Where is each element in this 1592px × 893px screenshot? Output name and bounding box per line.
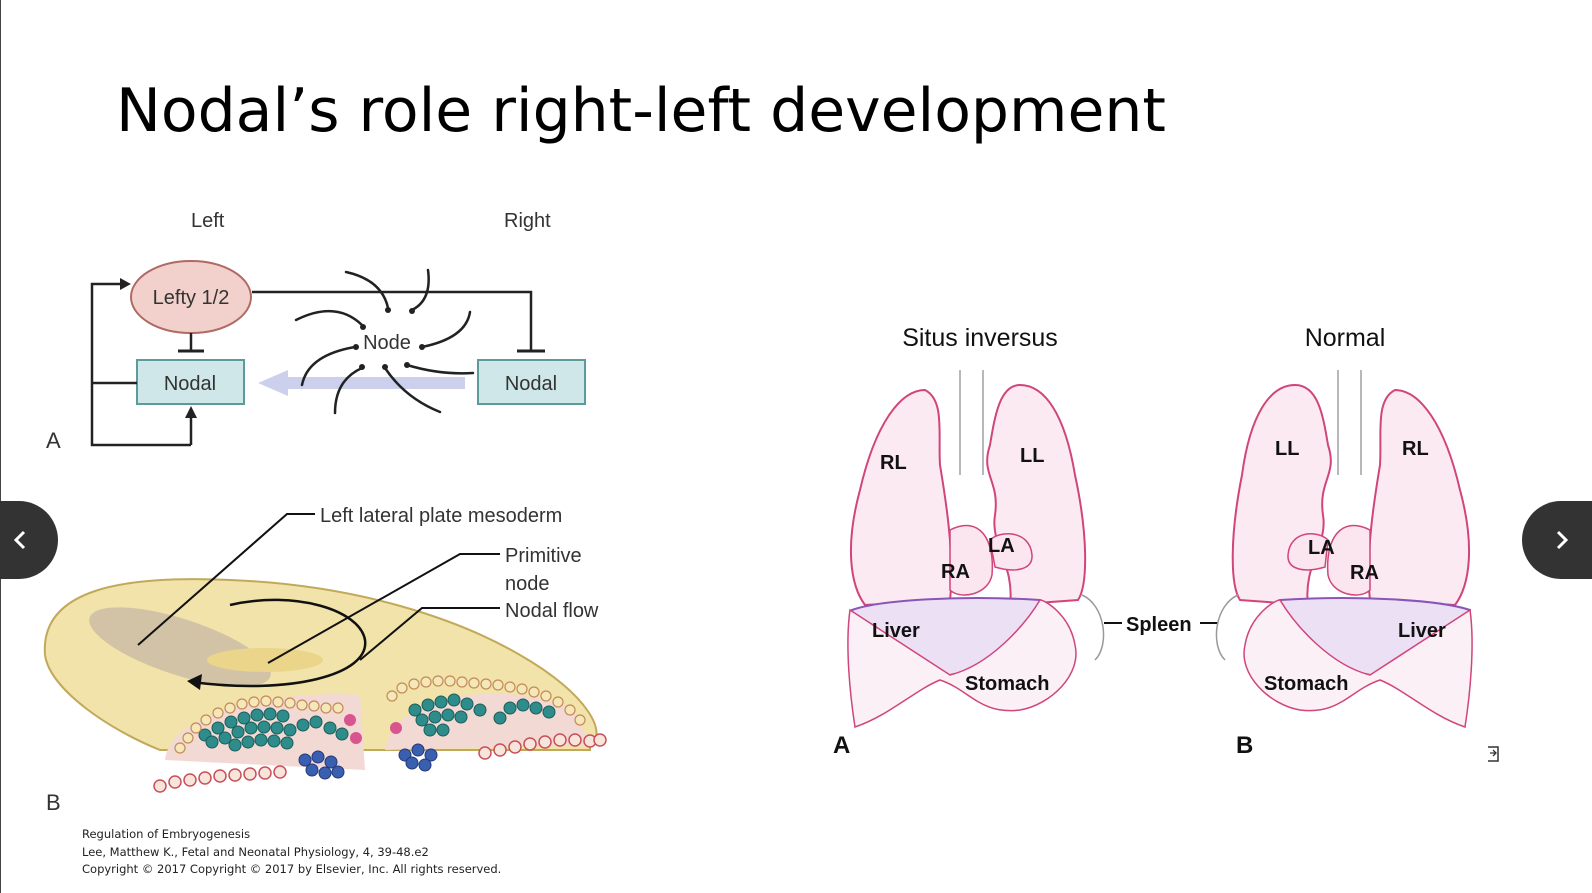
next-slide-button[interactable] [1522,501,1592,579]
panel-label-b: B [1236,732,1253,759]
slide-title: Nodal’s role right-left development [116,76,1166,146]
callout-left-lateral-plate: Left lateral plate mesoderm [320,505,562,527]
panel-a-label: A [46,428,61,453]
figure-nodal-signaling: Left Right Lefty 1/2 Nodal Nodal Node [30,190,630,820]
expand-icon[interactable] [1486,744,1500,764]
lefty-label: Lefty 1/2 [153,287,230,309]
chevron-left-icon [13,530,26,550]
panel-b-label: B [46,790,61,815]
heading-situs-inversus: Situs inversus [902,324,1058,352]
stomach-label-a: Stomach [965,673,1049,695]
callout-primitive-line1: Primitive [505,545,582,567]
citation: Regulation of Embryogenesis Lee, Matthew… [82,826,501,879]
left-heading: Left [191,210,225,232]
ra-label-a: RA [941,561,970,583]
stomach-label-b: Stomach [1264,673,1348,695]
callout-nodal-flow: Nodal flow [505,600,599,622]
citation-line-3: Copyright © 2017 Copyright © 2017 by Els… [82,862,502,876]
normal-diagram: LL RL LA RA Liver Stomach B [1215,370,1473,759]
primitive-node [207,648,323,672]
rl-label-b: RL [1402,438,1429,460]
citation-line-2: Lee, Matthew K., Fetal and Neonatal Phys… [82,844,429,859]
rl-label-a: RL [880,452,907,474]
ll-label-b: LL [1275,438,1299,460]
figure-situs: Situs inversus Normal RL LL LA RA Liver … [820,315,1510,775]
la-label-b: LA [1308,537,1335,559]
slide-left-border [0,0,1,893]
nodal-right-box [477,359,586,405]
nodal-right-label: Nodal [505,373,557,395]
la-label-a: LA [988,535,1015,557]
ra-label-b: RA [1350,562,1379,584]
nodal-left-label: Nodal [164,373,216,395]
chevron-right-icon [1556,530,1569,550]
ll-label-a: LL [1020,445,1044,467]
panel-label-a: A [833,732,850,759]
situs-inversus-diagram: RL LL LA RA Liver Stomach A [833,370,1105,759]
spleen-label: Spleen [1126,614,1192,636]
callout-primitive-line2: node [505,573,550,595]
heading-normal: Normal [1305,324,1386,352]
liver-label-b: Liver [1398,620,1446,642]
nodal-left-box [136,359,245,405]
liver-label-a: Liver [872,620,920,642]
right-heading: Right [504,210,551,232]
citation-line-1: Regulation of Embryogenesis [82,827,251,841]
node-label: Node [363,332,411,354]
